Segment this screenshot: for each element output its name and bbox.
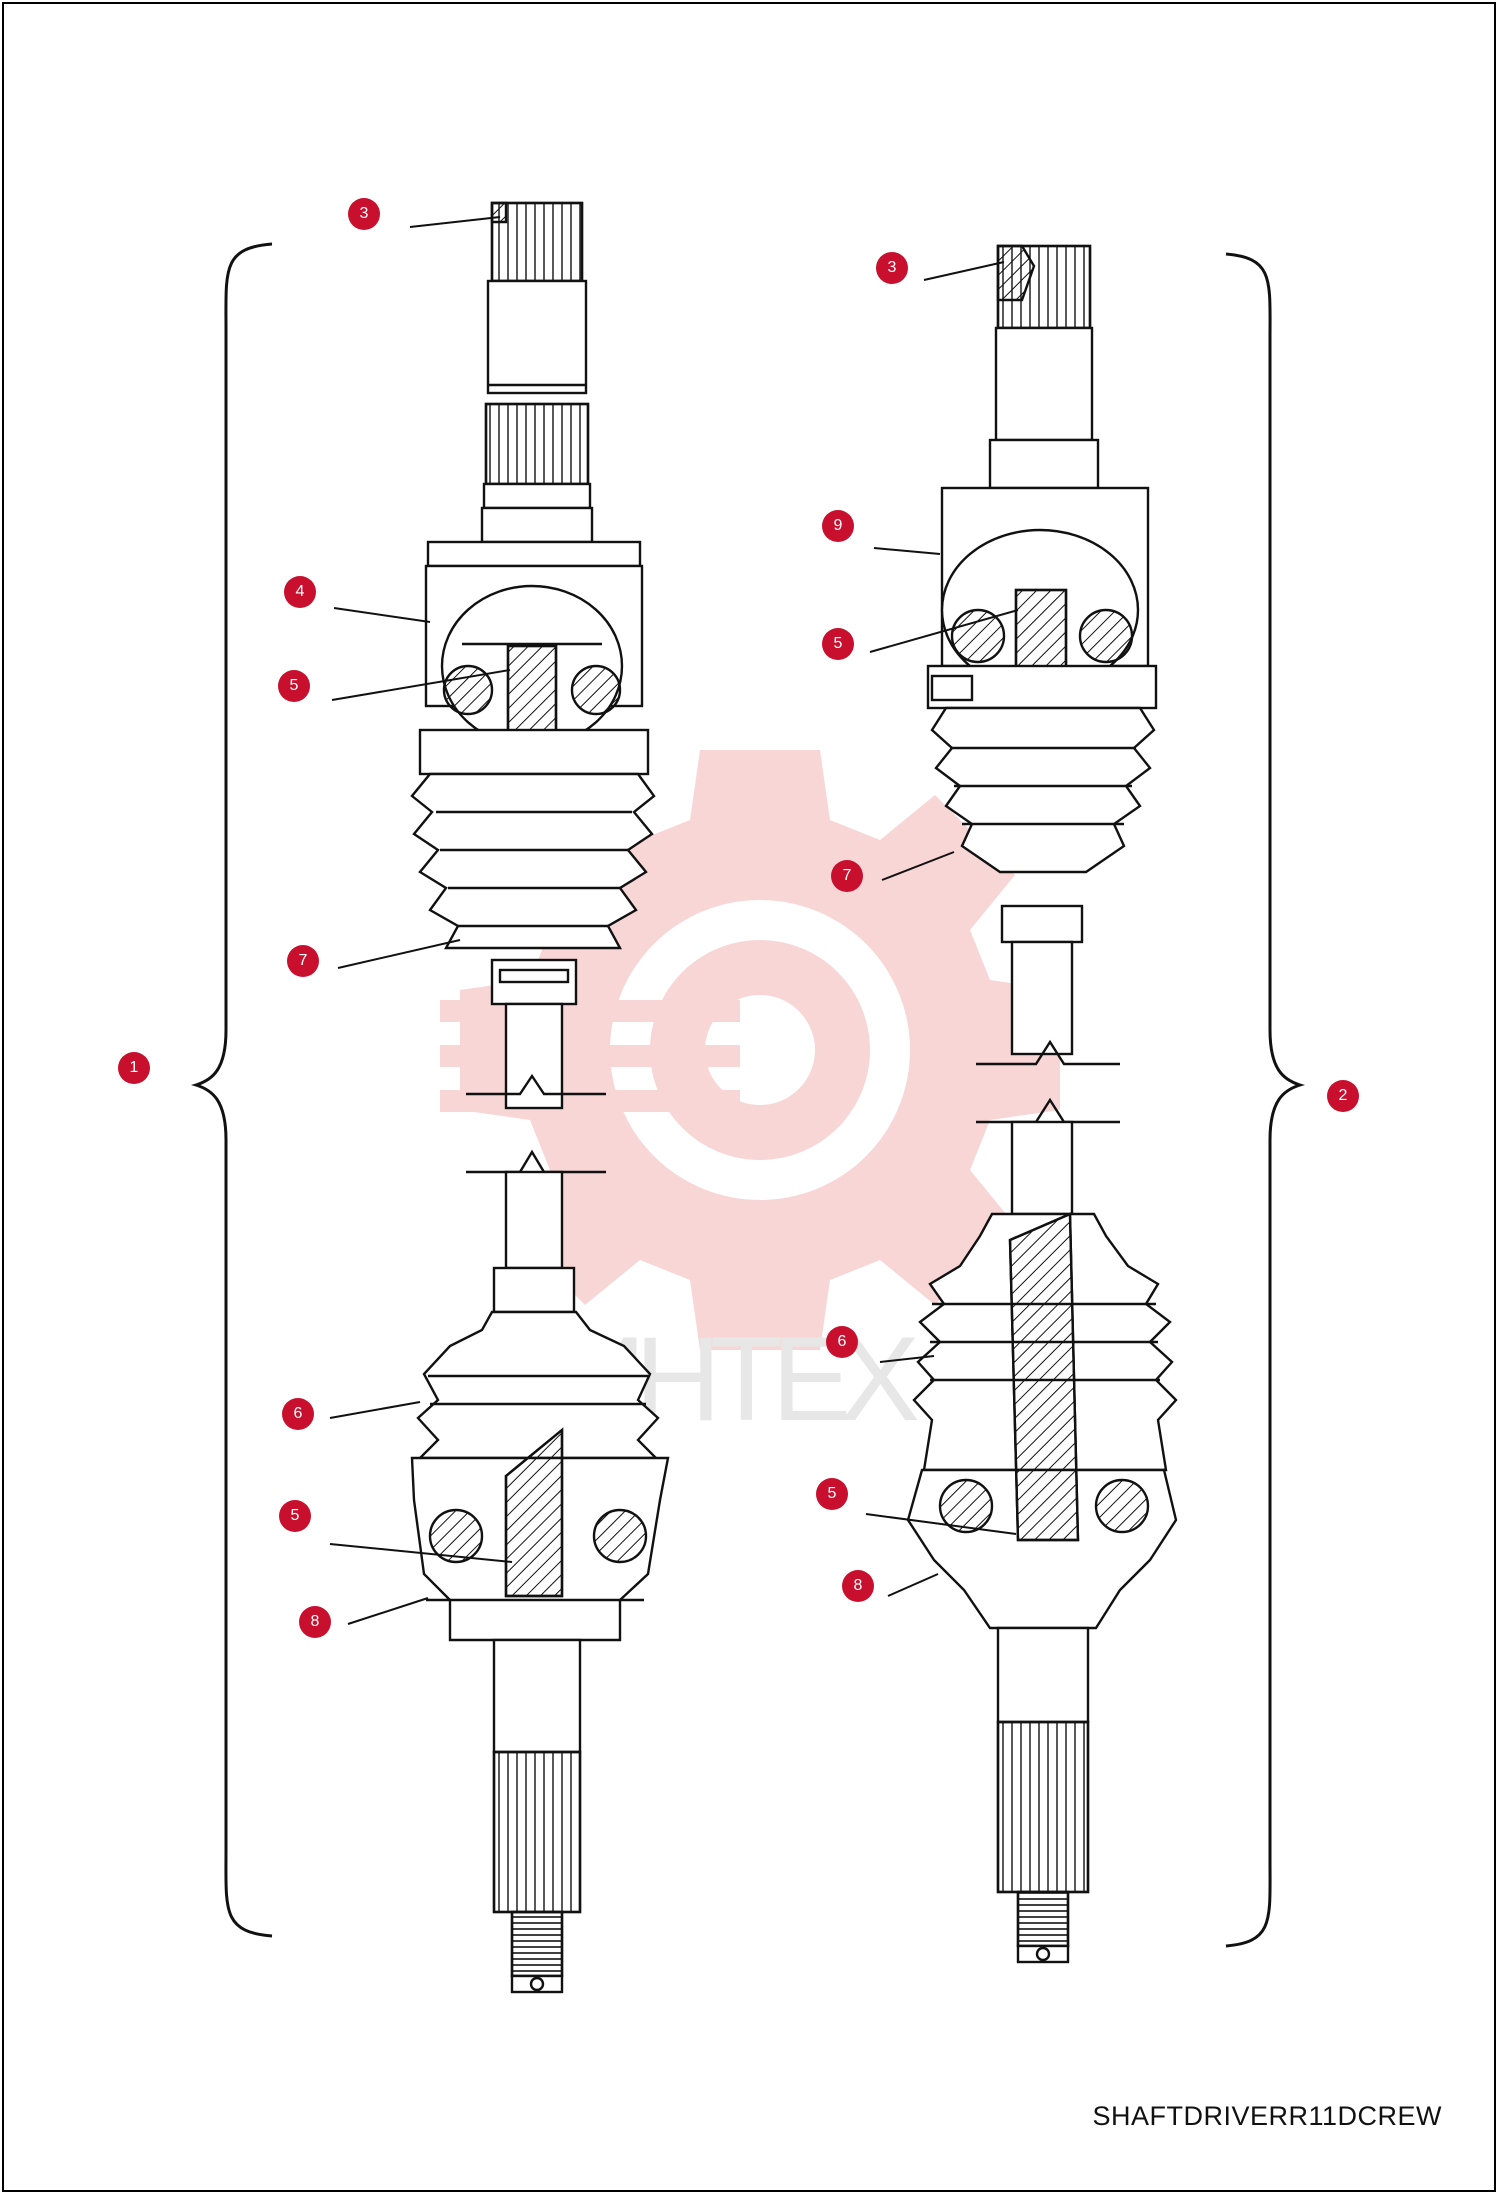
callout-left-8: 8 <box>299 1606 331 1638</box>
right-drive-shaft <box>906 244 1178 1964</box>
callout-left-1: 1 <box>118 1052 150 1084</box>
callout-right-5-top: 5 <box>822 628 854 660</box>
left-brace <box>190 242 273 1938</box>
callout-left-5-bottom: 5 <box>279 1500 311 1532</box>
callout-right-5-bottom: 5 <box>816 1478 848 1510</box>
left-drive-shaft <box>410 201 670 1994</box>
callout-left-4: 4 <box>284 576 316 608</box>
callout-left-6: 6 <box>282 1398 314 1430</box>
leader-lines <box>329 216 1019 1625</box>
callout-right-8: 8 <box>842 1570 874 1602</box>
callout-right-9: 9 <box>822 510 854 542</box>
diagram-code: SHAFTDRIVERR11DCREW <box>1092 2101 1442 2131</box>
callout-right-7: 7 <box>831 860 863 892</box>
callout-right-2: 2 <box>1327 1080 1359 1112</box>
callout-right-3: 3 <box>876 252 908 284</box>
callout-left-3: 3 <box>348 198 380 230</box>
callout-left-5-top: 5 <box>278 670 310 702</box>
callout-left-7: 7 <box>287 945 319 977</box>
callout-right-6: 6 <box>826 1326 858 1358</box>
right-brace <box>1225 252 1306 1948</box>
